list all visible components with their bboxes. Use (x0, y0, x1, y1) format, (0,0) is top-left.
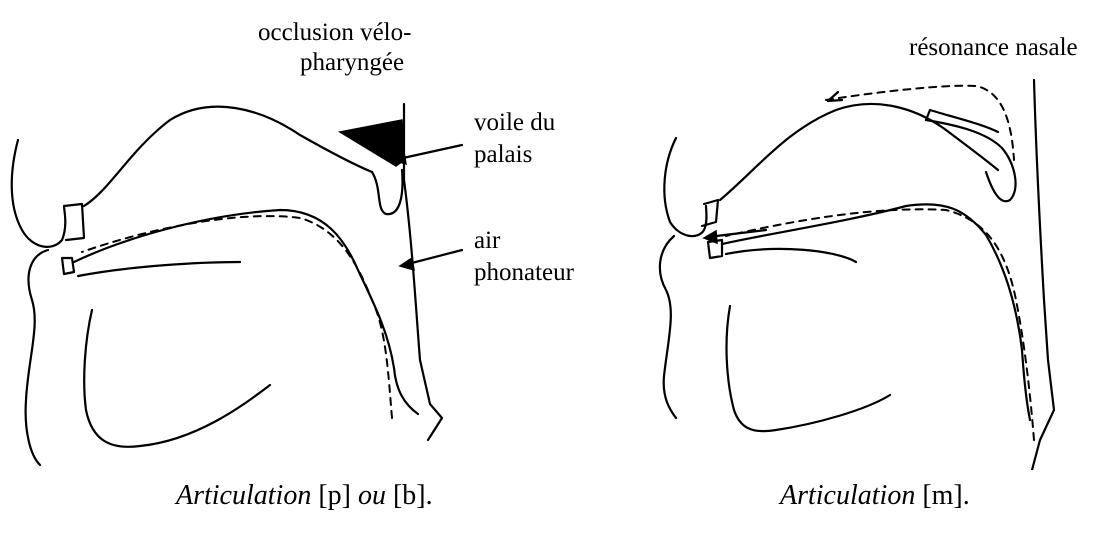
caption-right: Articulation [m]. (780, 480, 970, 512)
right-upper-lip (664, 138, 706, 236)
left-air-arrowhead (400, 258, 414, 270)
right-upper-teeth (702, 200, 718, 226)
right-oral-airflow-dashed (726, 209, 1034, 440)
left-tongue (74, 210, 418, 414)
right-pharynx-wall (1032, 80, 1054, 470)
caption-left: Articulation [p] ou [b]. (176, 480, 433, 512)
caption-left-word2: ou (358, 480, 386, 511)
right-tongue-lower (726, 249, 856, 262)
right-nasal-airflow-dashed (826, 86, 1014, 160)
right-nasal-arrowhead (828, 92, 842, 101)
label-occlusion-line2: pharyngée (300, 48, 404, 77)
caption-left-seg1: [p] (311, 480, 358, 511)
left-tongue-lower (78, 262, 240, 276)
left-upper-teeth (64, 204, 84, 240)
right-jaw (727, 306, 890, 431)
caption-right-seg1: [m]. (915, 480, 969, 511)
right-lip-arrowhead (704, 231, 717, 243)
label-air-line1: air (474, 226, 500, 255)
caption-left-word1: Articulation (176, 480, 311, 511)
left-palate (84, 107, 372, 206)
left-velum (372, 170, 402, 214)
label-occlusion-line1: occlusion vélo- (258, 18, 411, 47)
caption-right-word1: Articulation (780, 480, 915, 511)
left-lower-lip (26, 250, 48, 465)
label-resonance-nasale: résonance nasale (909, 33, 1078, 62)
right-tongue (722, 204, 1030, 420)
label-air-line2: phonateur (474, 258, 574, 287)
right-lower-lip (660, 236, 676, 418)
left-lower-teeth (62, 258, 74, 274)
left-upper-lip (12, 140, 66, 247)
label-voile-line2: palais (474, 140, 532, 169)
right-velum (926, 120, 1016, 201)
right-diagram (546, 0, 1106, 470)
caption-left-seg2: [b]. (386, 480, 433, 511)
left-jaw (84, 310, 270, 447)
label-voile-line1: voile du (474, 108, 555, 137)
